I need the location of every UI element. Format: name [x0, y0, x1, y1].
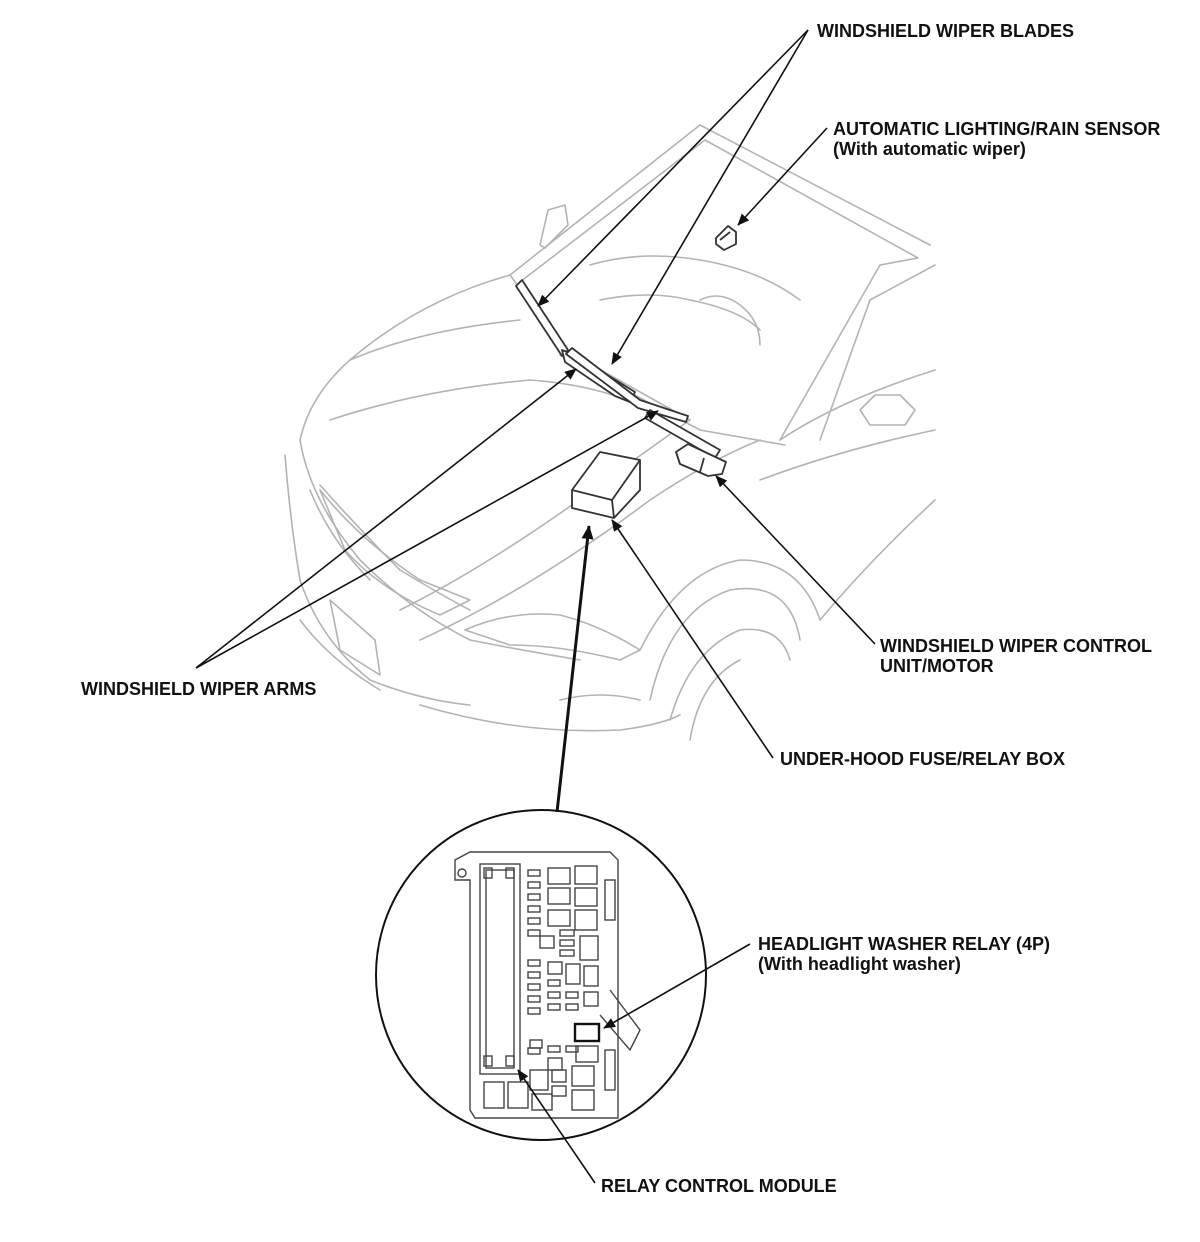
label-wiper-arms: WINDSHIELD WIPER ARMS — [81, 679, 317, 699]
label-relay-control-module: RELAY CONTROL MODULE — [601, 1176, 837, 1196]
label-wiper-control-unit: WINDSHIELD WIPER CONTROL UNIT/MOTOR — [880, 636, 1152, 676]
label-rain-sensor: AUTOMATIC LIGHTING/RAIN SENSOR (With aut… — [833, 119, 1161, 159]
parts — [515, 225, 737, 519]
rain-sensor-part — [715, 225, 737, 251]
right-wiper-assembly — [565, 347, 721, 459]
label-wiper-blades: WINDSHIELD WIPER BLADES — [817, 21, 1075, 41]
leader-lines — [195, 29, 876, 1184]
label-headlight-washer-relay: HEADLIGHT WASHER RELAY (4P) (With headli… — [758, 934, 1051, 974]
label-fuse-relay-box: UNDER-HOOD FUSE/RELAY BOX — [780, 749, 1066, 769]
fuse-box-detail — [375, 809, 707, 1141]
wiper-motor-part — [675, 443, 727, 477]
car-outline — [284, 124, 936, 741]
fuse-box-part — [571, 451, 641, 519]
